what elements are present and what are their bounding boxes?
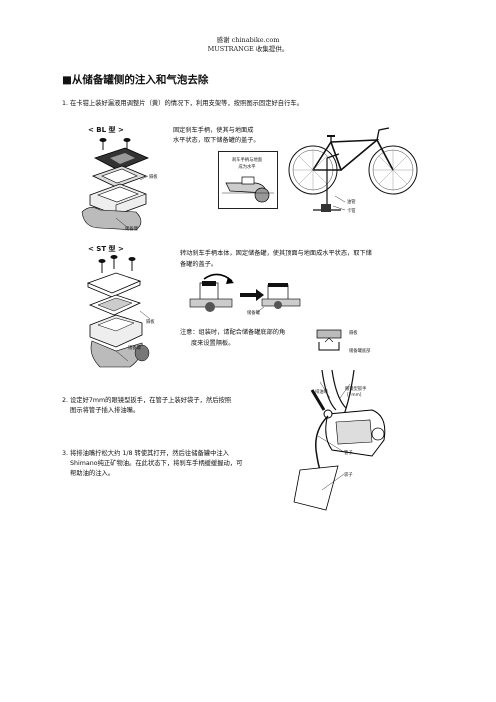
header-line-2: MUSTRANGE 收集提供。 bbox=[207, 45, 289, 53]
bike-label-stand: 卡钳 bbox=[347, 209, 356, 214]
step-2-line-1: 2. 设定好7mm的眼镜型扳手，在管子上装好袋子，然后按照 bbox=[62, 397, 232, 404]
caliper-label-wrench-1: 眼镜型扳手 bbox=[345, 387, 367, 392]
st-label-separator: 隔板 bbox=[146, 320, 155, 325]
bl-inset-box bbox=[218, 151, 278, 209]
section-title: ■从储备罐侧的注入和气泡去除 bbox=[62, 74, 209, 86]
st-mid-label: 储备罐 bbox=[247, 311, 260, 316]
lever-horizontal-icon bbox=[222, 176, 274, 203]
caliper-label-bleed: 排油嘴 bbox=[315, 390, 328, 395]
note-label-bottom: 储备罐底部 bbox=[349, 349, 371, 354]
bl-caption-2: 水平状态，取下储备罐的盖子。 bbox=[173, 137, 260, 144]
bl-label-separator: 隔板 bbox=[149, 175, 158, 180]
st-rotation-illustration bbox=[189, 273, 301, 314]
st-caption-2: 备罐的盖子。 bbox=[180, 261, 218, 268]
step-3-line-2: Shimano纯正矿物油。在此状态下，将刹车手柄缓缓握动，可 bbox=[70, 460, 243, 467]
st-heading: < ST 型 > bbox=[88, 245, 124, 253]
caliper-label-wrench-2: [7mm] bbox=[347, 393, 362, 398]
caliper-bleed-illustration bbox=[293, 369, 386, 511]
st-label-reservoir: 储备罐 bbox=[128, 346, 141, 351]
bike-label-hose: 油管 bbox=[347, 200, 356, 205]
step-1-text: 1. 在卡钳上装好漏液用调整片（黄）的情况下，利用支架等，按照图示固定好自行车。 bbox=[62, 100, 303, 107]
st-caption-1: 转动刹车手柄本体，固定储备罐，使其顶面与地面成水平状态，取下储 bbox=[180, 250, 372, 257]
step-3-line-1: 3. 将排油嘴拧松大约 1/8 转使其打开，然后往储备罐中注入 bbox=[62, 450, 229, 457]
bl-label-reservoir: 储备罐 bbox=[125, 227, 138, 232]
note-line-1: 注意：组装时，请配合储备罐底部的角 bbox=[180, 329, 286, 336]
header-line-1: 感谢 chinabike.com bbox=[216, 36, 280, 44]
bl-heading: < BL 型 > bbox=[88, 126, 124, 134]
bl-inset-caption-1: 刹车手柄与地面 bbox=[231, 158, 263, 163]
bicycle-in-stand-illustration bbox=[288, 127, 418, 212]
note-line-2: 度来设置隔板。 bbox=[191, 340, 235, 347]
caliper-label-bag: 袋子 bbox=[344, 473, 353, 478]
bl-reservoir-illustration bbox=[81, 138, 150, 231]
caliper-label-tube: 管子 bbox=[344, 451, 353, 456]
st-reservoir-illustration bbox=[86, 255, 151, 368]
step-3-line-3: 帮助油的注入。 bbox=[70, 470, 115, 477]
step-2-line-2: 图示将管子插入排油嘴。 bbox=[70, 407, 140, 414]
bl-inset-caption-2: 成为水平 bbox=[238, 165, 256, 170]
separator-diagram bbox=[316, 329, 342, 351]
note-label-separator: 隔板 bbox=[349, 331, 358, 336]
bl-caption-1: 固定刹车手柄，使其与地面成 bbox=[173, 127, 254, 134]
